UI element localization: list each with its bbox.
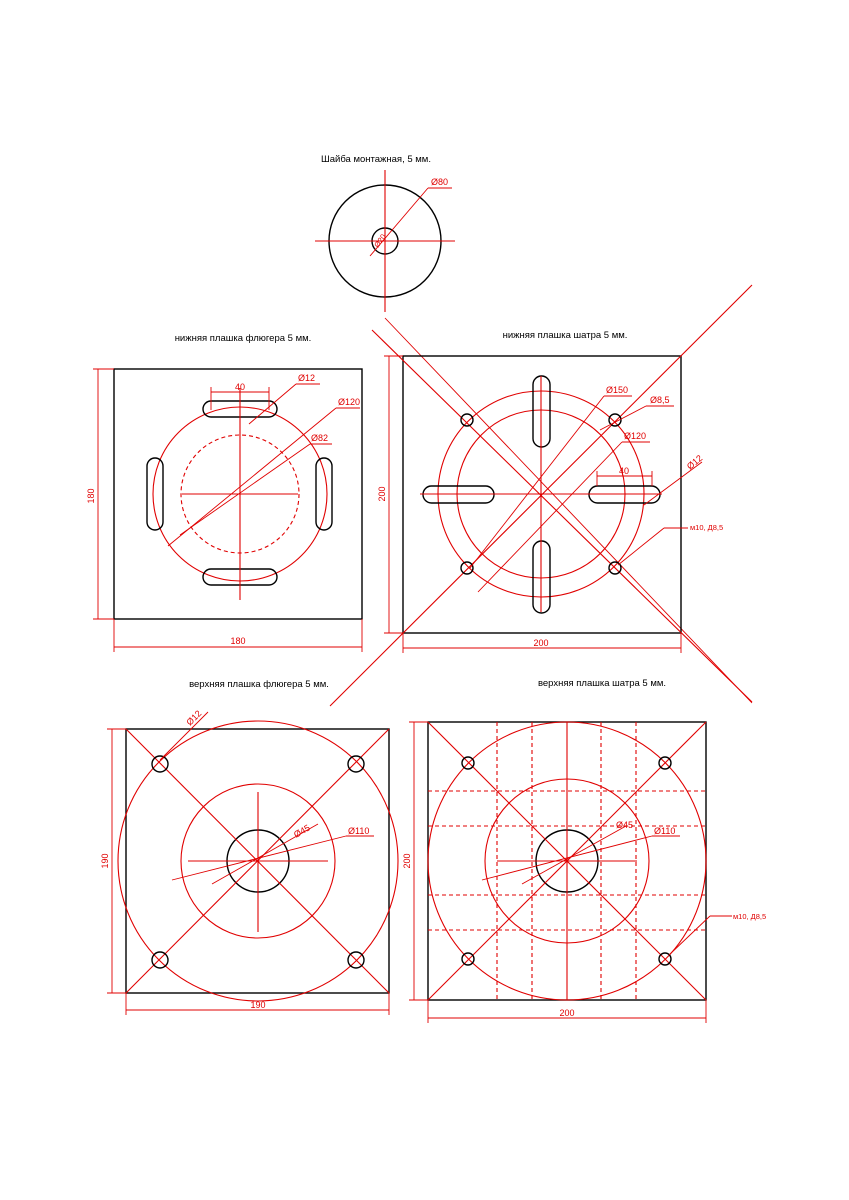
lower-vane-title: нижняя плашка флюгера 5 мм. bbox=[175, 333, 312, 344]
lower-tent-dia-outer-label: Ø150 bbox=[606, 385, 628, 395]
lower-tent-outline bbox=[402, 355, 682, 634]
upper-tent-dashed-grid bbox=[428, 722, 706, 1000]
upper-tent-dia-center-label: Ø45 bbox=[616, 820, 633, 830]
lower-tent-diagonal-1 bbox=[371, 329, 753, 703]
washer-drawing: Шайба монтажная, 5 мм. Ø80 Ø20 bbox=[315, 154, 753, 704]
lower-tent-height-label: 200 bbox=[377, 486, 387, 501]
lower-tent-thread-leader bbox=[617, 527, 665, 566]
upper-vane-center-leader bbox=[211, 823, 319, 885]
lower-tent-thread-label: м10, Д8,5 bbox=[690, 523, 723, 532]
lower-vane-dia-circle-label: Ø120 bbox=[338, 397, 360, 407]
lower-tent-title: нижняя плашка шатра 5 мм. bbox=[503, 330, 628, 341]
lower-vane-dia-hole-label: Ø12 bbox=[298, 373, 315, 383]
lower-tent-hole-tl bbox=[460, 413, 474, 427]
lower-vane-hole-leader bbox=[248, 383, 297, 425]
lower-tent-hole-tr bbox=[608, 413, 622, 427]
upper-vane-hole-br bbox=[347, 951, 365, 969]
upper-vane-dia-circle-label: Ø110 bbox=[348, 826, 369, 836]
lower-tent-dia-inner-label: Ø120 bbox=[624, 431, 646, 441]
upper-vane-width-label: 190 bbox=[250, 1000, 265, 1010]
washer-dia-leader-outer bbox=[369, 187, 429, 257]
upper-tent-plate: верхняя плашка шатра 5 мм. Ø45 Ø110 bbox=[402, 678, 766, 1023]
lower-tent-width-label: 200 bbox=[533, 638, 548, 648]
upper-tent-hole-br bbox=[658, 952, 672, 966]
upper-tent-hole-bl bbox=[461, 952, 475, 966]
lower-tent-hole-bl bbox=[460, 561, 474, 575]
upper-vane-circle-leader bbox=[171, 835, 347, 881]
upper-vane-plate: верхняя плашка флюгера 5 мм. Ø12 Ø45 Ø11… bbox=[100, 679, 399, 1015]
lower-tent-hole-br bbox=[608, 561, 622, 575]
lower-tent-dia-slot-label: Ø12 bbox=[685, 453, 704, 472]
upper-vane-height-label: 190 bbox=[100, 853, 110, 868]
upper-tent-height-label: 200 bbox=[402, 853, 412, 868]
lower-tent-dia-hole-label: Ø8,5 bbox=[650, 395, 670, 405]
upper-tent-title: верхняя плашка шатра 5 мм. bbox=[538, 678, 666, 689]
lower-vane-slot-len-label: 40 bbox=[235, 382, 245, 392]
upper-vane-dia-hole-label: Ø12 bbox=[184, 708, 203, 727]
upper-tent-dia-circle-label: Ø110 bbox=[654, 826, 675, 836]
lower-tent-inner-leader bbox=[477, 441, 623, 593]
upper-tent-circle-leader bbox=[481, 835, 653, 881]
upper-vane-hole-bl bbox=[151, 951, 169, 969]
lower-tent-slot-leader bbox=[643, 461, 703, 506]
lower-vane-outline bbox=[113, 368, 363, 620]
upper-tent-thread-leader bbox=[668, 915, 711, 956]
upper-tent-hole-tl bbox=[461, 756, 475, 770]
lower-tent-hole-leader bbox=[599, 405, 647, 431]
lower-tent-slot-len-label: 40 bbox=[619, 466, 629, 476]
upper-vane-hole-tl bbox=[151, 755, 169, 773]
lower-vane-height-label: 180 bbox=[86, 488, 96, 503]
upper-vane-outline bbox=[125, 728, 390, 994]
upper-tent-width-label: 200 bbox=[559, 1008, 574, 1018]
upper-vane-dia-center-label: Ø45 bbox=[292, 823, 312, 840]
lower-vane-circle-leader bbox=[167, 407, 337, 547]
upper-vane-title: верхняя плашка флюгера 5 мм. bbox=[189, 679, 329, 690]
upper-vane-circle-110 bbox=[117, 720, 399, 1002]
lower-vane-dashed-leader bbox=[179, 443, 311, 536]
upper-tent-center-leader bbox=[521, 825, 627, 885]
upper-tent-thread-label: м10, Д8,5 bbox=[733, 912, 766, 921]
lower-vane-dia-dashed-label: Ø82 bbox=[311, 433, 328, 443]
washer-dia-outer-label: Ø80 bbox=[431, 177, 448, 187]
lower-vane-slot-left bbox=[146, 457, 164, 531]
upper-tent-hole-tr bbox=[658, 756, 672, 770]
washer-title: Шайба монтажная, 5 мм. bbox=[321, 154, 431, 165]
construction-line-long bbox=[384, 317, 753, 704]
lower-vane-slot-right bbox=[315, 457, 333, 531]
lower-tent-outer-leader bbox=[469, 395, 605, 569]
upper-vane-circle-45 bbox=[180, 783, 336, 939]
upper-vane-hole-tr bbox=[347, 755, 365, 773]
upper-vane-hole-leader bbox=[159, 711, 209, 761]
lower-vane-width-label: 180 bbox=[230, 636, 245, 646]
lower-tent-plate: нижняя плашка шатра 5 мм. Ø150 Ø8,5 Ø120 bbox=[329, 284, 753, 707]
lower-vane-plate: нижняя плашка флюгера 5 мм. 40 Ø12 Ø120 … bbox=[86, 333, 363, 652]
